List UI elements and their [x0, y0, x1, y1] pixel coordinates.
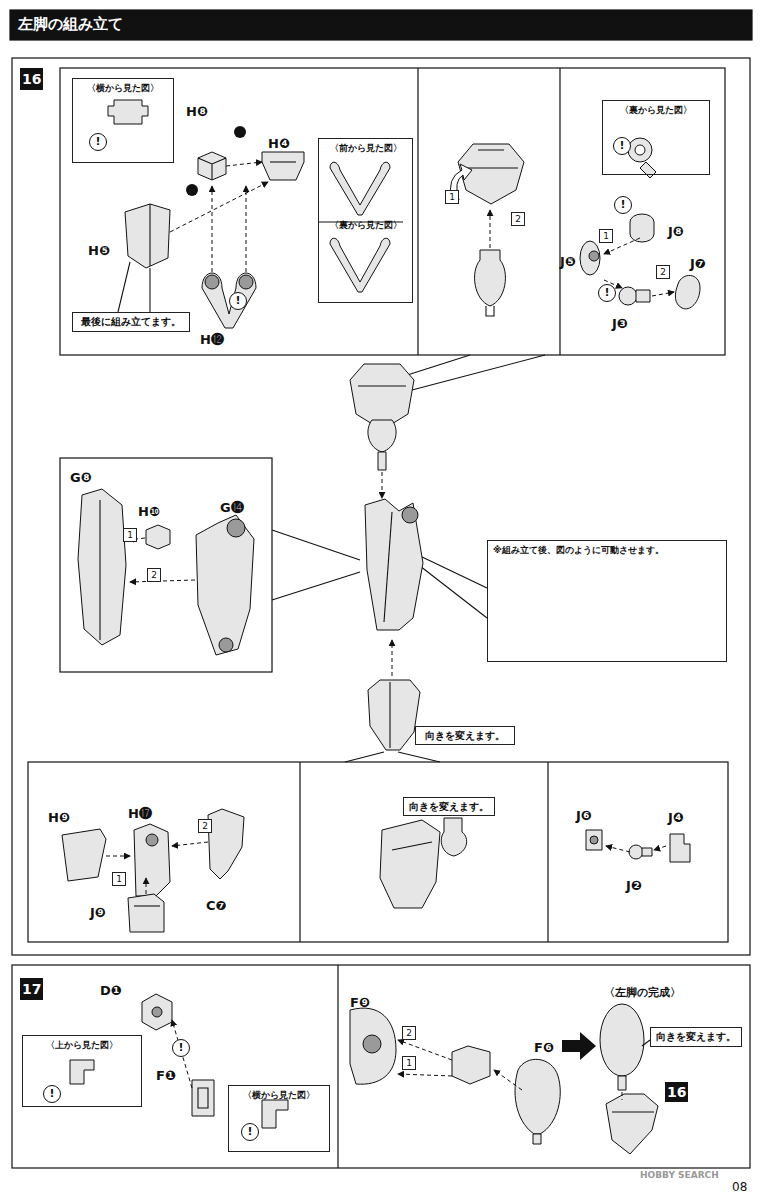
note-box: 向きを変えます。 [403, 797, 495, 816]
part-label: G❽ [70, 470, 92, 486]
substep-number: 1 [123, 528, 137, 542]
part-label: H⓬ [200, 332, 224, 348]
section-title: 左脚の組み立て [18, 15, 123, 33]
substep-number: 2 [147, 568, 161, 582]
part-label: H❽ [186, 104, 208, 120]
part-label: H❾ [48, 810, 70, 826]
note-box-text: 最後に組み立てます。 [81, 316, 181, 328]
view-callout: 〈横から見た図〉! [72, 78, 174, 163]
view-callout: 〈横から見た図〉! [228, 1085, 330, 1152]
substep-number: 2 [402, 1026, 416, 1040]
callout-wedges [118, 262, 545, 762]
part-label: F❻ [534, 1040, 554, 1056]
view-callout-text: 〈上から見た図〉 [23, 1040, 141, 1051]
caution-mark: ! [614, 196, 632, 214]
note-box-text: 向きを変えます。 [656, 1031, 736, 1043]
step-number: 16 [665, 1082, 688, 1102]
note-box: 最後に組み立てます。 [72, 312, 190, 332]
part-label: C❼ [206, 898, 227, 914]
substep-number: 1 [599, 229, 613, 243]
caution-mark-text: ! [619, 139, 624, 152]
note-box-text: 向きを変えます。 [409, 801, 489, 813]
caution-mark: ! [241, 1123, 259, 1141]
part-label: F❶ [156, 1068, 176, 1084]
substep-number-text: 1 [406, 1058, 412, 1069]
view-callout: 〈上から見た図〉! [22, 1035, 142, 1107]
part-label: F❾ [350, 995, 370, 1011]
caution-mark: ! [89, 133, 107, 151]
step-number: 16 [20, 68, 43, 90]
view-callout: 〈裏から見た図〉! [602, 100, 710, 175]
caution-mark-text: ! [620, 198, 625, 211]
note-box: 向きを変えます。 [415, 726, 515, 745]
part-label: J❸ [612, 316, 628, 332]
substep-number-text: 1 [127, 530, 133, 541]
substep-number-text: 1 [116, 874, 122, 885]
part-label: G⓮ [220, 500, 244, 516]
step-number-text: 16 [667, 1084, 686, 1101]
part-label: J❷ [626, 878, 642, 894]
substep-number-text: 2 [406, 1028, 412, 1039]
substep-number: 1 [402, 1056, 416, 1070]
watermark: HOBBY SEARCH [640, 1170, 719, 1181]
substep-number-text: 2 [660, 267, 666, 278]
caution-mark-text: ! [49, 1087, 54, 1100]
view-callout-text: 〈前から見た図〉 [319, 143, 412, 154]
caution-mark-text: ! [235, 294, 240, 307]
step-number-text: 16 [22, 71, 41, 88]
substep-number: 2 [656, 265, 670, 279]
substep-number: 2 [511, 212, 525, 226]
section-heading: 〈左脚の完成〉 [604, 986, 681, 999]
part-label: H❺ [88, 243, 110, 259]
part-label: J❻ [576, 808, 592, 824]
note-box: ※組み立て後、図のように可動させます。 [487, 540, 727, 662]
part-label: J❾ [90, 905, 106, 921]
step-number-text: 17 [22, 981, 41, 998]
part-label: H❿ [138, 504, 160, 520]
substep-number-text: 2 [515, 214, 521, 225]
view-callout-text: 〈裏から見た図〉 [603, 105, 709, 116]
note-box: 向きを変えます。 [650, 1027, 742, 1047]
substep-number: 2 [198, 819, 212, 833]
substep-number-text: 2 [151, 570, 157, 581]
part-label: H⓱ [128, 806, 152, 822]
caution-mark: ! [43, 1085, 61, 1103]
caution-mark-text: ! [178, 1041, 183, 1054]
view-callout-text: 〈裏から見た図〉 [319, 220, 412, 231]
substep-number: 1 [445, 190, 459, 204]
view-callout-text: 〈横から見た図〉 [229, 1090, 329, 1101]
caution-mark-text: ! [95, 135, 100, 148]
substep-number-text: 1 [449, 192, 455, 203]
view-callout-text: 〈横から見た図〉 [73, 83, 173, 94]
part-label: H❹ [268, 136, 290, 152]
part-label: J❺ [560, 254, 576, 270]
view-callout: 〈前から見た図〉〈裏から見た図〉 [318, 138, 413, 303]
caution-mark-text: ! [604, 286, 609, 299]
frames [10, 10, 752, 1168]
substep-number-text: 2 [202, 821, 208, 832]
step-number: 17 [20, 978, 43, 1000]
part-label: J❹ [668, 810, 684, 826]
caution-mark: ! [172, 1039, 190, 1057]
note-box-text: ※組み立て後、図のように可動させます。 [493, 545, 726, 556]
substep-number: 1 [112, 872, 126, 886]
caution-mark-text: ! [247, 1125, 252, 1138]
caution-mark: ! [613, 137, 631, 155]
caution-mark: ! [598, 284, 616, 302]
note-box-text: 向きを変えます。 [425, 730, 505, 742]
caution-mark: ! [229, 292, 247, 310]
part-label: D❶ [100, 983, 122, 999]
page-number: 08 [732, 1180, 747, 1194]
substep-number-text: 1 [603, 231, 609, 242]
part-label: J❼ [690, 256, 706, 272]
part-label: J❽ [668, 224, 684, 240]
